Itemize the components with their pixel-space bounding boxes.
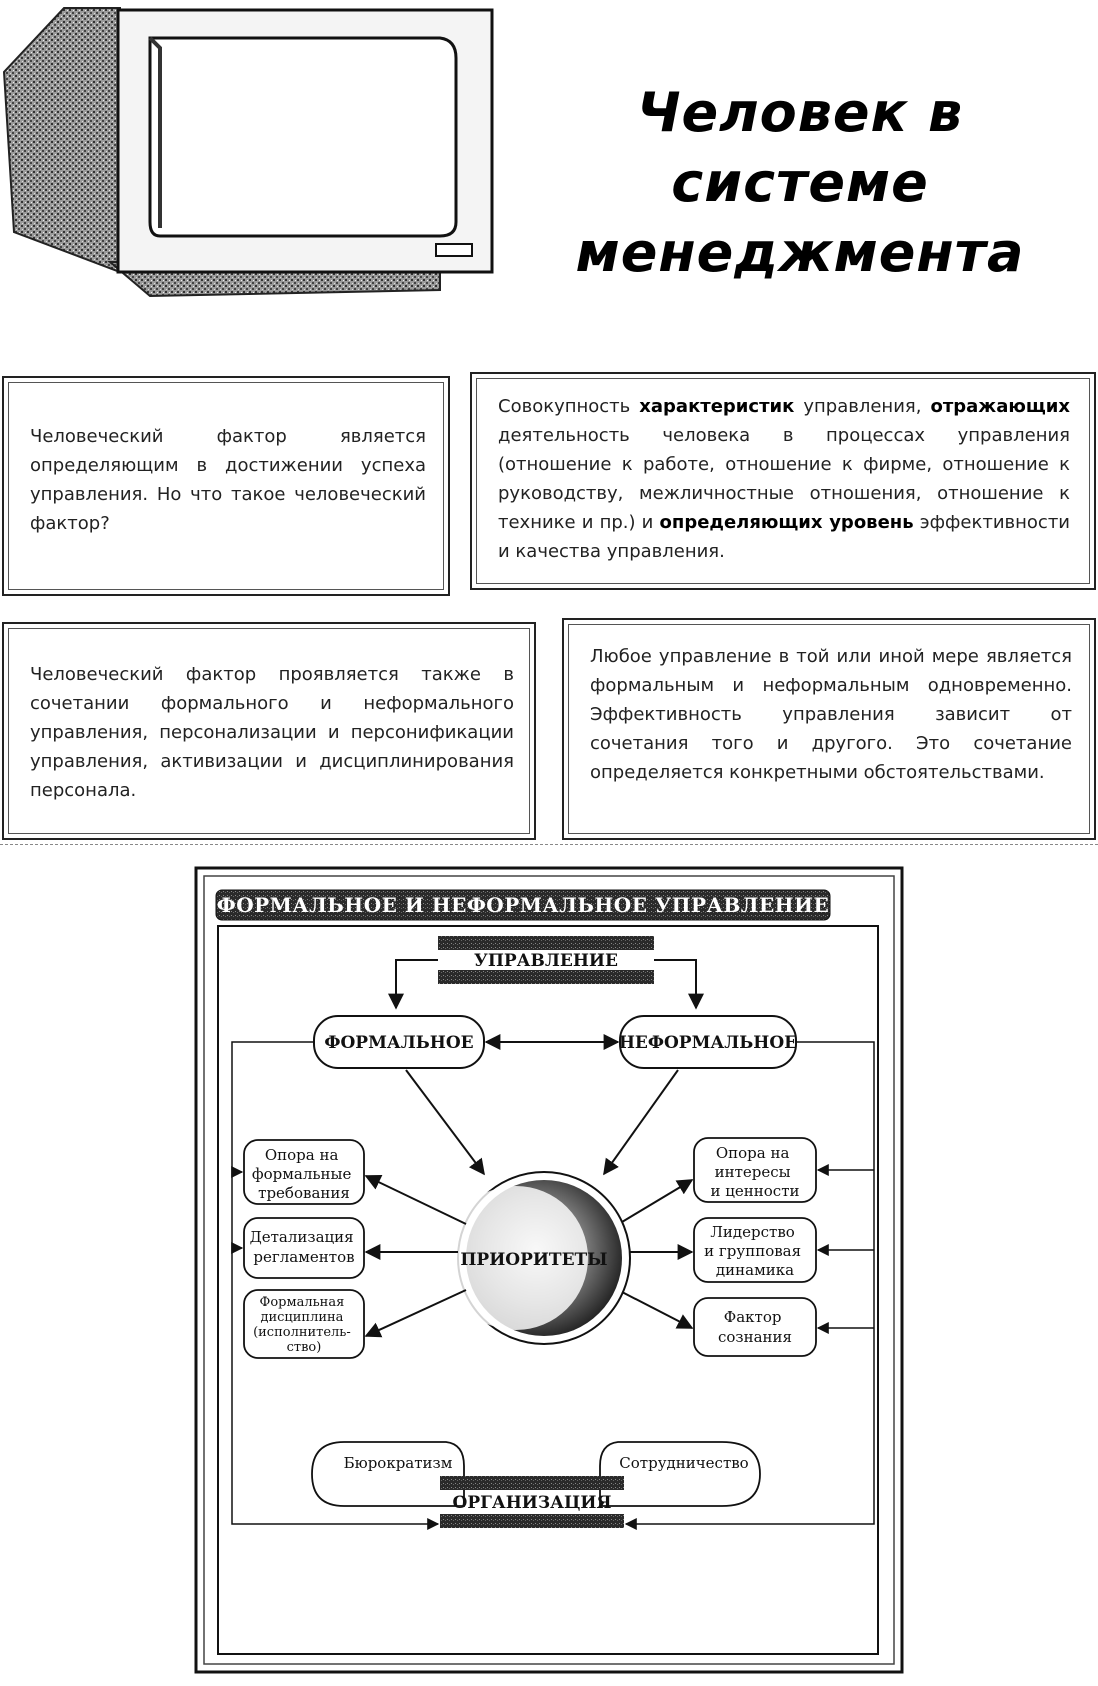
title-line-2: менеджмента <box>520 218 1080 288</box>
organization-label: ОРГАНИЗАЦИЯ <box>453 1493 612 1513</box>
item-text: Опора на <box>716 1144 790 1162</box>
item-text: динамика <box>716 1261 794 1279</box>
item-text: ство) <box>287 1340 322 1355</box>
formal-informal-management-diagram: ФОРМАЛЬНОЕ И НЕФОРМАЛЬНОЕ УПРАВЛЕНИЕ УПР… <box>194 866 904 1678</box>
bureaucracy-label: Бюрократизм <box>344 1454 453 1472</box>
right-item-interests-values: Опора на интересы и ценности <box>694 1138 816 1202</box>
text-run: Совокупность <box>498 396 639 417</box>
svg-text:Лидерство и групповая: Лидерство и групповая динамика <box>704 1223 806 1279</box>
item-text: и ценности <box>710 1182 799 1200</box>
box-text: Человеческий фактор проявляется также в … <box>30 660 514 805</box>
human-factor-forms-box: Человеческий фактор проявляется также в … <box>2 622 536 840</box>
item-text: дисциплина <box>260 1310 343 1325</box>
svg-text:Опора на формальные: Опора на формальные требования <box>252 1146 356 1202</box>
formal-label: ФОРМАЛЬНОЕ <box>324 1033 473 1053</box>
box-text: Человеческий фактор является определяющи… <box>30 422 426 538</box>
left-item-formal-requirements: Опора на формальные требования <box>244 1140 364 1204</box>
human-factor-question-box: Человеческий фактор является определяющи… <box>2 376 450 596</box>
separator-line <box>0 844 1098 845</box>
box-text: Любое управление в той или иной мере явл… <box>590 642 1072 787</box>
text-run: управления, <box>794 396 930 417</box>
bureaucracy-shape <box>312 1442 464 1506</box>
item-text: Детализация <box>250 1228 354 1246</box>
right-item-consciousness: Фактор сознания <box>694 1298 816 1356</box>
informal-label: НЕФОРМАЛЬНОЕ <box>619 1033 797 1053</box>
svg-text:Опора на интересы: Опора на интересы и ценности <box>710 1144 799 1200</box>
bold-term: отражающих <box>930 396 1070 417</box>
formal-informal-box: Любое управление в той или иной мере явл… <box>562 618 1096 840</box>
item-text: Опора на <box>265 1146 339 1164</box>
human-factor-definition-box: Совокупность характеристик управления, о… <box>470 372 1096 590</box>
item-text: Фактор <box>724 1308 782 1326</box>
left-item-formal-discipline: Формальная дисциплина (исполнитель- ство… <box>244 1290 364 1358</box>
organization-band-bottom <box>440 1514 624 1528</box>
page-title: Человек в системе менеджмента <box>520 78 1080 288</box>
management-label: УПРАВЛЕНИЕ <box>474 951 618 971</box>
diagram-header-text: ФОРМАЛЬНОЕ И НЕФОРМАЛЬНОЕ УПРАВЛЕНИЕ <box>217 893 829 917</box>
right-item-leadership: Лидерство и групповая динамика <box>694 1218 816 1282</box>
item-text: формальные <box>252 1165 352 1183</box>
item-text: интересы <box>715 1163 791 1181</box>
bold-term: определяющих уровень <box>660 512 914 533</box>
computer-monitor-illustration <box>0 0 500 300</box>
title-line-1: Человек в системе <box>520 78 1080 218</box>
item-text: Формальная <box>260 1295 345 1310</box>
management-band-bottom <box>438 970 654 984</box>
item-text: требования <box>258 1184 350 1202</box>
item-text: Лидерство <box>710 1223 794 1241</box>
item-text: и групповая <box>704 1242 801 1260</box>
item-text: регламентов <box>253 1248 354 1266</box>
management-band-top <box>438 936 654 950</box>
bold-term: характеристик <box>639 396 794 417</box>
left-item-regulations: Детализация регламентов <box>244 1218 364 1278</box>
cooperation-label: Сотрудничество <box>619 1454 748 1472</box>
item-text: сознания <box>718 1328 792 1346</box>
definition-text: Совокупность характеристик управления, о… <box>498 392 1070 566</box>
cooperation-shape <box>600 1442 760 1506</box>
item-text: (исполнитель- <box>253 1325 351 1340</box>
priorities-label: ПРИОРИТЕТЫ <box>460 1250 607 1270</box>
organization-band-top <box>440 1476 624 1490</box>
